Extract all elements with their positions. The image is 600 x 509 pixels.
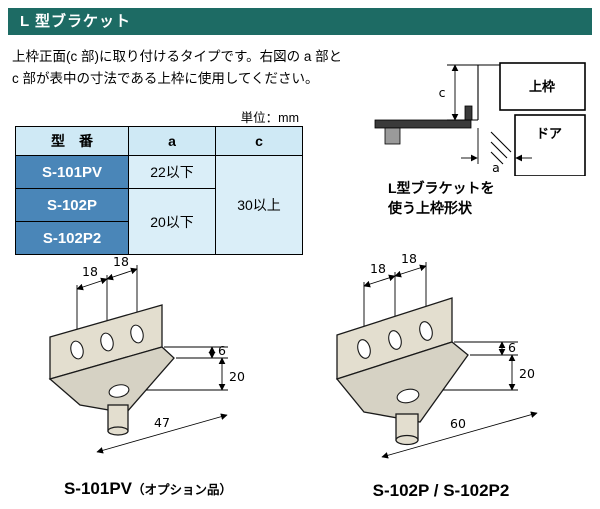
dim-line-width [381,411,538,459]
frame-lip-profile [477,64,500,120]
frame-caption-line2: 使う上枠形状 [388,200,472,217]
l-bracket-pin [384,127,401,145]
dim-group-right: 6 20 [443,340,535,391]
caption-s102p: S-102P / S-102P2 [372,481,510,500]
page-title: L 型ブラケット [20,13,132,30]
mounting-hole [100,332,114,352]
table-header-row: 型 番 a c [15,126,303,156]
model-cell-s101pv: S-101PV [15,155,129,189]
a-value-s102p-merged: 20以下 [128,188,216,255]
dim-6: 6 [218,343,226,358]
base-hole [396,388,420,404]
upper-frame-box [499,62,586,111]
table-row: S-102P2 [15,221,303,255]
intro-line2: c 部が表中の寸法である上枠に使用してください。 [12,70,319,86]
col-header-model: 型 番 [15,126,129,156]
mounting-hole [357,339,371,359]
frame-shape-diagram: 上枠 ドア c a [374,62,586,176]
base-hole [108,384,130,398]
door-box [514,114,586,176]
bracket-drawing-s102p: 18 18 6 20 60 [335,251,538,459]
dim-47: 47 [154,415,170,430]
table-row: S-102P 20以下 [15,188,303,255]
dim-18-2: 18 [401,251,417,266]
door-label: ドア [536,126,562,141]
dim-group-right: 6 20 [146,343,245,391]
caption-s101pv-model: S-101PV [63,479,133,498]
dim-20: 20 [519,366,535,381]
mounting-hole [70,340,84,360]
bracket-gusset [48,346,175,414]
frame-diagram-caption: L型ブラケットを 使う上枠形状 [388,178,495,219]
table-row: S-101PV 22以下 30以上 [15,155,303,255]
model-cell-s102p: S-102P [15,188,129,222]
intro-text: 上枠正面(c 部)に取り付けるタイプです。右図の a 部と c 部が表中の寸法で… [12,46,384,89]
mounting-hole [419,321,433,341]
col-header-c: c [215,126,303,156]
spec-table: 型 番 a c S-101PV 22以下 30以上 S-102P 20以下 S-… [15,126,303,255]
dim-18-1: 18 [370,261,386,276]
mounting-hole [388,330,402,350]
l-bracket-arm [374,119,472,129]
dim-20: 20 [229,369,245,384]
col-header-a: a [128,126,216,156]
upper-frame-label: 上枠 [529,79,555,94]
dim-6: 6 [508,340,516,355]
dim-line-width [96,413,228,454]
intro-line1: 上枠正面(c 部)に取り付けるタイプです。右図の a 部と [12,49,343,64]
dim-group-top: 18 18 [76,255,138,341]
bracket-drawing-s101pv: 18 18 6 20 47 [48,255,245,454]
a-value-s101pv: 22以下 [128,155,216,189]
mounting-hole [130,324,144,344]
dim-18-2: 18 [113,255,129,269]
hatch-lines [490,131,512,165]
caption-s101pv-note: （オプション品） [132,483,233,497]
c-value-merged: 30以上 [215,155,303,255]
frame-caption-line1: L型ブラケットを [388,180,495,196]
dim-label-c: c [439,85,446,100]
model-cell-s102p2: S-102P2 [15,221,129,255]
dim-60: 60 [450,416,466,431]
unit-label: 単位：mm [240,111,299,125]
pivot-pin-bottom [395,434,419,446]
bracket-gusset [335,341,469,423]
l-bracket-tab [464,105,473,121]
caption-s101pv: S-101PV（オプション品） [22,479,274,499]
dim-18-1: 18 [82,264,98,279]
page-title-bar: L 型ブラケット [8,8,592,35]
dim-label-a: a [492,160,500,175]
pivot-pin-bottom [107,426,129,436]
